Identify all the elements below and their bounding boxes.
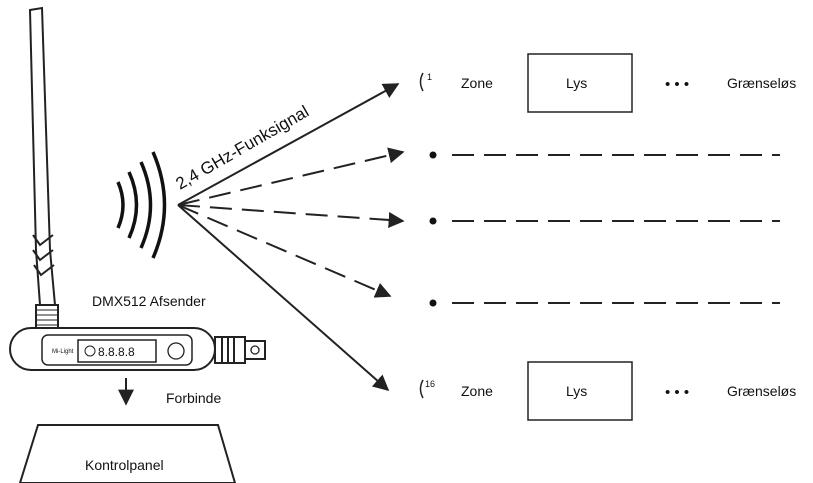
transmitter-label: DMX512 Afsender <box>92 293 206 309</box>
ellipsis-dots: • • • <box>665 384 689 401</box>
limit-label: Grænseløs <box>727 383 796 399</box>
signal-line-dashed-2 <box>177 204 405 228</box>
zone-label: Zone <box>461 383 493 399</box>
display-readout: 8.8.8.8 <box>98 345 135 359</box>
zone-row-16: 16 Zone Lys • • • Grænseløs <box>419 361 796 421</box>
signal-lines <box>177 83 405 392</box>
zone-label: Zone <box>461 75 493 91</box>
transmitter-device: Mi-Light 8.8.8.8 <box>9 327 266 371</box>
light-box <box>527 53 633 113</box>
connect-label: Forbinde <box>166 390 221 406</box>
signal-line-zone-1 <box>177 83 400 206</box>
antenna-icon <box>28 6 59 331</box>
light-label: Lys <box>566 75 587 91</box>
signal-line-zone-16 <box>177 204 390 392</box>
zone-number: 16 <box>425 379 435 389</box>
signal-label: 2,4 GHz-Funksignal <box>173 102 313 194</box>
light-box <box>527 361 633 421</box>
signal-line-dashed-3 <box>177 204 392 298</box>
brand-text: Mi-Light <box>52 349 74 355</box>
omitted-zone-rows <box>429 151 780 307</box>
light-label: Lys <box>566 383 587 399</box>
radio-waves-icon <box>116 151 167 259</box>
zone-row-1: 1 Zone Lys • • • Grænseløs <box>419 53 796 113</box>
ellipsis-dots: • • • <box>665 76 689 93</box>
zone-number: 1 <box>427 72 432 82</box>
limit-label: Grænseløs <box>727 75 796 91</box>
control-panel-label: Kontrolpanel <box>85 457 164 473</box>
signal-line-dashed-1 <box>177 147 405 206</box>
control-panel-shape <box>18 424 237 483</box>
